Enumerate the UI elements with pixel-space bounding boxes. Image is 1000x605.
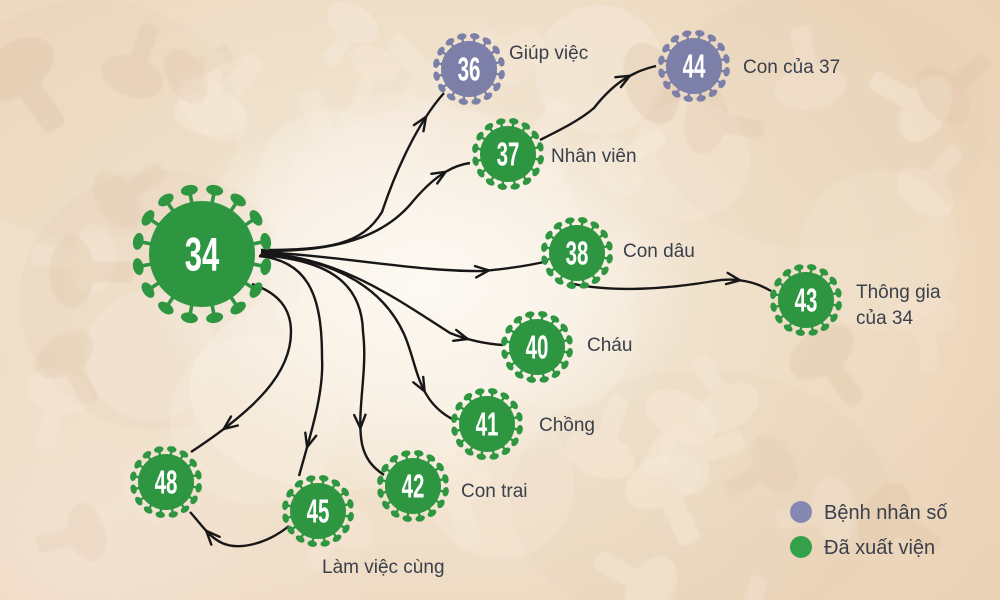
svg-text:Bệnh nhân số: Bệnh nhân số bbox=[824, 502, 947, 524]
svg-text:Cháu: Cháu bbox=[587, 335, 632, 356]
svg-text:36: 36 bbox=[458, 51, 481, 88]
svg-text:34: 34 bbox=[185, 229, 219, 281]
svg-text:42: 42 bbox=[402, 468, 425, 505]
svg-text:Chồng: Chồng bbox=[539, 415, 595, 436]
svg-text:Đã xuất viện: Đã xuất viện bbox=[824, 537, 935, 559]
svg-text:38: 38 bbox=[566, 235, 589, 272]
svg-text:45: 45 bbox=[307, 493, 330, 530]
svg-text:Giúp việc: Giúp việc bbox=[509, 43, 588, 64]
svg-text:41: 41 bbox=[476, 406, 499, 443]
svg-text:37: 37 bbox=[497, 136, 520, 173]
svg-text:Nhân viên: Nhân viên bbox=[551, 146, 637, 167]
svg-text:Con dâu: Con dâu bbox=[623, 241, 695, 262]
svg-text:44: 44 bbox=[683, 48, 706, 85]
svg-text:của 34: của 34 bbox=[856, 308, 913, 329]
svg-text:40: 40 bbox=[526, 329, 549, 366]
svg-text:Con của 37: Con của 37 bbox=[743, 57, 840, 78]
svg-text:48: 48 bbox=[155, 464, 178, 501]
svg-text:Con trai: Con trai bbox=[461, 481, 528, 502]
svg-text:Thông gia: Thông gia bbox=[856, 282, 941, 303]
svg-text:Làm việc cùng: Làm việc cùng bbox=[322, 557, 445, 578]
svg-text:43: 43 bbox=[795, 282, 818, 319]
